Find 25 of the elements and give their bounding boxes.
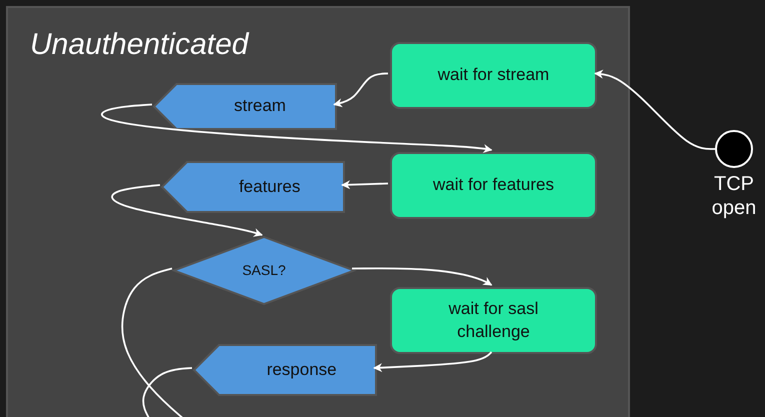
group-title: Unauthenticated: [30, 28, 248, 62]
state-box: [390, 42, 597, 109]
arrow: [111, 184, 263, 237]
node-label: features: [238, 176, 300, 198]
node-label: wait for features: [433, 174, 554, 196]
node-caption: TCP open: [710, 172, 758, 220]
node-label: response: [266, 358, 337, 381]
message-pentagon: [162, 162, 344, 212]
state-box: [390, 152, 597, 219]
node-label: wait for sasl challenge: [448, 298, 540, 342]
message-pentagon: [154, 84, 336, 129]
arrow: [341, 180, 388, 190]
message-pentagon: [194, 345, 376, 395]
node-label: stream: [234, 95, 286, 118]
start-circle: [715, 130, 753, 168]
decision-diamond: [174, 237, 354, 304]
node-label: SASL?: [242, 261, 286, 280]
arrow: [594, 70, 715, 150]
state-box: [390, 287, 597, 354]
state-group-panel: [6, 6, 630, 417]
arrow: [333, 72, 388, 108]
arrow: [352, 267, 492, 286]
node-label: wait for stream: [438, 64, 550, 86]
arrow: [101, 104, 492, 153]
arrow: [373, 351, 492, 372]
